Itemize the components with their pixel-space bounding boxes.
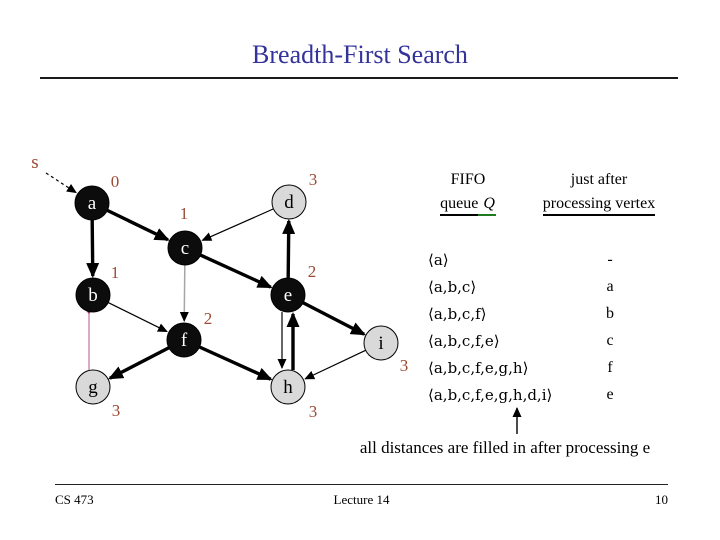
graph-edge-c-e: [199, 253, 273, 289]
queue-contents: ⟨a,b,c,f,e⟩: [428, 331, 500, 350]
distance-label-c: 1: [180, 204, 189, 223]
node-letter-i: i: [378, 333, 383, 354]
title-rule: [40, 77, 678, 79]
distance-label-e: 2: [308, 262, 317, 281]
lecture-label: Lecture 14: [333, 492, 390, 507]
graph-node-i: [363, 325, 399, 361]
node-letter-h: h: [283, 377, 293, 398]
graph-labels-layer: 0 1 1 3 2 2 3 3 3 s: [31, 152, 522, 434]
queue-contents: ⟨a,b,c,f,e,g,h⟩: [428, 358, 529, 377]
queue-table-row: ⟨a,b,c,f,e,g,h,d,i⟩ e: [428, 381, 640, 408]
node-letter-d: d: [284, 192, 294, 213]
graph-node-e: [270, 277, 306, 313]
just-after-label: just after: [570, 171, 628, 188]
queue-table-row: ⟨a⟩ -: [428, 246, 640, 273]
graph-edge-s-a: [45, 172, 77, 194]
queue-contents: ⟨a,b,c,f⟩: [428, 304, 487, 323]
graph-edge-a-b: [86, 219, 100, 279]
graph-node-a: [74, 185, 110, 221]
graph-edge-e-d: [282, 218, 296, 279]
graph-edge-e-i: [302, 301, 366, 336]
fifo-label: FIFO: [450, 171, 486, 188]
graph-node-f: [166, 322, 202, 358]
node-letter-c: c: [181, 238, 189, 259]
graph-edge-d-c: [201, 208, 274, 241]
graph-node-h: [270, 369, 306, 405]
graph-nodes-layer: a b c d e f g h i: [74, 184, 399, 405]
processed-vertex: b: [606, 304, 614, 322]
queue-table-rows: ⟨a⟩-⟨a,b,c⟩a⟨a,b,c,f⟩b⟨a,b,c,f,e⟩c⟨a,b,c…: [428, 246, 640, 408]
queue-contents: ⟨a,b,c,f,e,g,h,d,i⟩: [428, 385, 553, 404]
distance-label-f: 2: [204, 309, 213, 328]
node-letter-e: e: [284, 285, 292, 306]
source-label: s: [31, 152, 38, 173]
queue-table-row: ⟨a,b,c⟩ a: [428, 273, 640, 300]
queue-contents: ⟨a⟩: [428, 250, 449, 269]
distance-label-a: 0: [111, 172, 120, 191]
node-letter-b: b: [88, 285, 98, 306]
processed-vertex: e: [606, 385, 614, 403]
page-number: 10: [655, 492, 668, 507]
processed-vertex: a: [606, 277, 614, 295]
slide-title: Breadth-First Search: [252, 40, 468, 69]
footer: CS 473 Lecture 14 10: [55, 492, 668, 510]
graph-node-g: [75, 369, 111, 405]
graph-node-d: [271, 184, 307, 220]
course-label: CS 473: [55, 492, 94, 507]
graph-node-c: [167, 230, 203, 266]
processed-vertex: c: [606, 331, 614, 349]
queue-q-symbol: Q: [478, 195, 496, 216]
processing-vertex-label: processing vertex: [542, 195, 656, 216]
graph-edge-f-h: [198, 345, 273, 381]
node-letter-f: f: [181, 330, 188, 351]
graph-edge-i-h: [304, 349, 366, 380]
node-letter-a: a: [88, 193, 97, 214]
distance-label-i: 3: [400, 356, 409, 375]
queue-table-row: ⟨a,b,c,f,e,g,h⟩ f: [428, 354, 640, 381]
queue-table-header-right: just after processing vertex: [528, 170, 670, 216]
distance-label-h: 3: [309, 402, 318, 421]
graph-edge-a-c: [106, 208, 170, 242]
footer-rule: [55, 484, 668, 485]
queue-table-row: ⟨a,b,c,f⟩ b: [428, 300, 640, 327]
annotation-text: all distances are filled in after proces…: [359, 438, 651, 457]
distance-label-b: 1: [111, 263, 120, 282]
queue-table-row: ⟨a,b,c,f,e⟩ c: [428, 327, 640, 354]
graph-node-b: [75, 277, 111, 313]
processed-vertex: f: [607, 358, 613, 376]
graph-edge-c-f: [179, 264, 189, 323]
graph-edge-f-g: [108, 346, 170, 380]
distance-label-g: 3: [112, 401, 121, 420]
node-letter-g: g: [88, 377, 98, 398]
queue-contents: ⟨a,b,c⟩: [428, 277, 477, 296]
processing-vertex-label-wrap: processing vertex: [528, 195, 670, 216]
distance-label-d: 3: [309, 170, 318, 189]
queue-word: queue: [440, 195, 479, 216]
graph-edge-b-f: [107, 301, 168, 333]
processed-vertex: -: [607, 250, 613, 268]
